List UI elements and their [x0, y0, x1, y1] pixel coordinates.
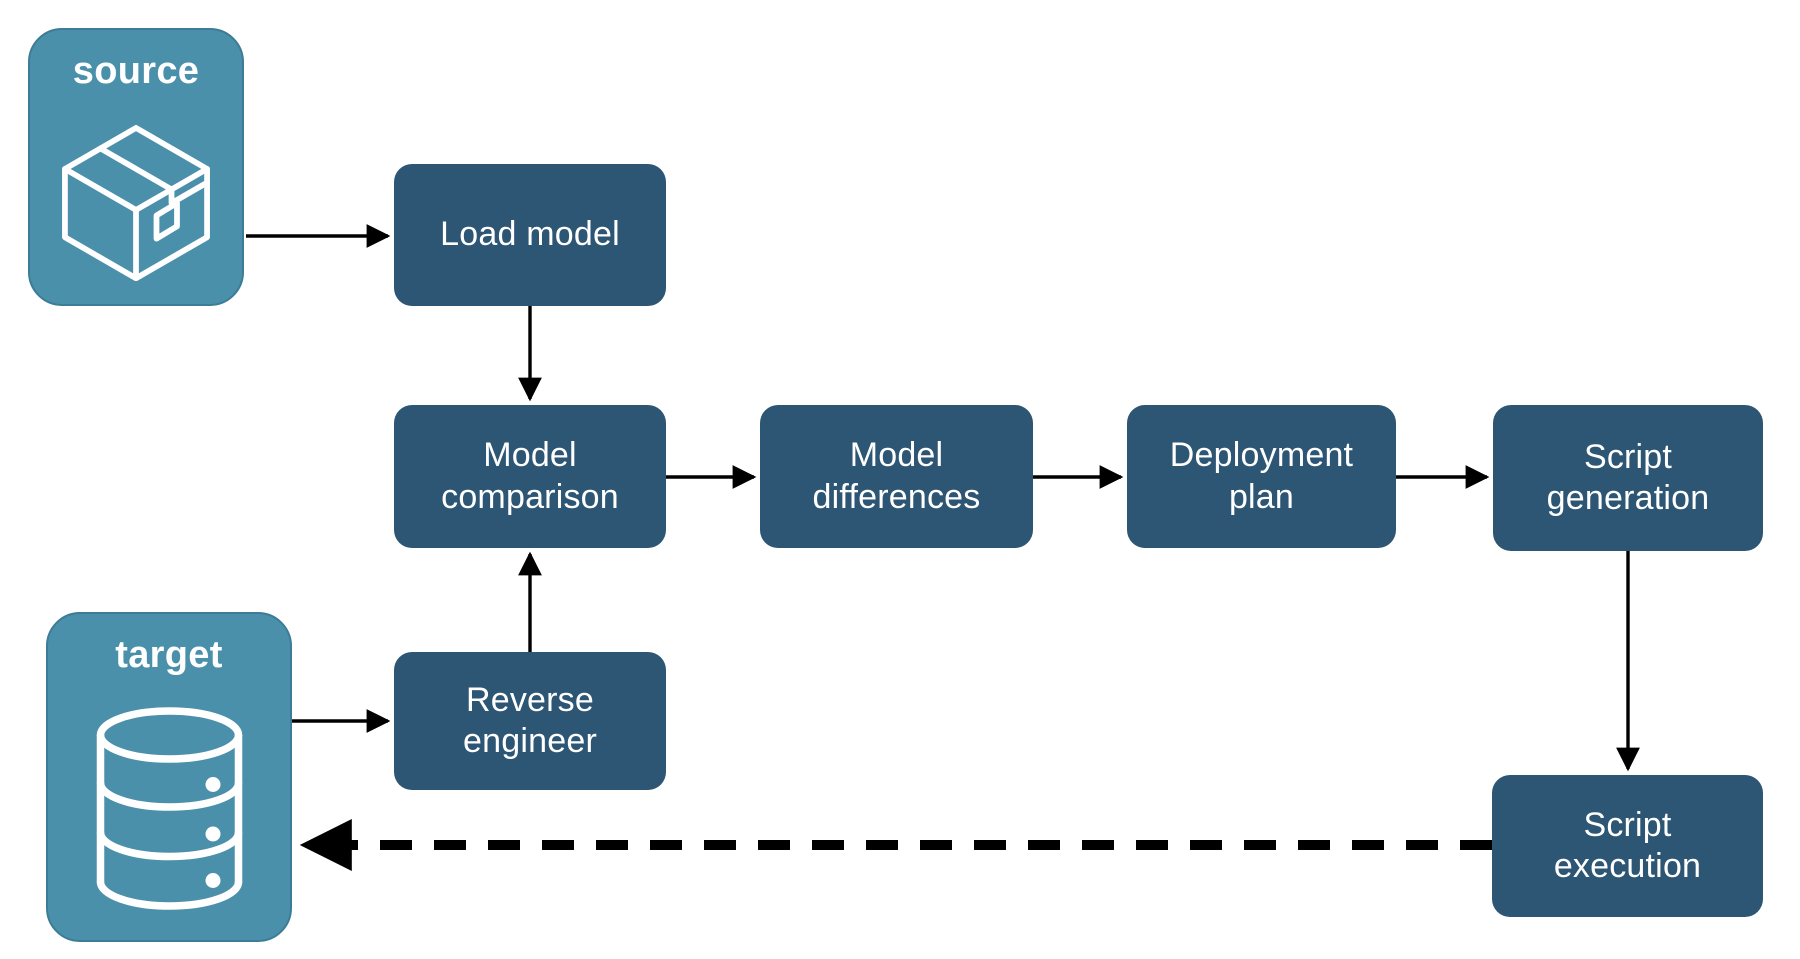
database-cylinder-icon: [48, 677, 290, 940]
process-model-comparison-label: Model comparison: [441, 436, 619, 516]
endpoint-source[interactable]: source: [28, 28, 244, 306]
process-script-generation[interactable]: Script generation: [1493, 405, 1763, 551]
endpoint-target-label: target: [115, 634, 223, 676]
process-reverse-engineer-label: Reverse engineer: [463, 680, 597, 760]
process-model-differences[interactable]: Model differences: [760, 405, 1033, 548]
process-script-execution[interactable]: Script execution: [1492, 775, 1763, 917]
process-script-execution-label: Script execution: [1553, 805, 1702, 885]
process-load-model[interactable]: Load model: [394, 164, 666, 306]
process-load-model-label: Load model: [440, 215, 620, 254]
process-model-differences-label: Model differences: [812, 436, 981, 516]
endpoint-target[interactable]: target: [46, 612, 292, 942]
process-model-comparison[interactable]: Model comparison: [394, 405, 666, 548]
endpoint-source-label: source: [72, 50, 200, 92]
process-deployment-plan-label: Deployment plan: [1169, 436, 1354, 516]
process-reverse-engineer[interactable]: Reverse engineer: [394, 652, 666, 790]
process-deployment-plan[interactable]: Deployment plan: [1127, 405, 1396, 548]
package-box-icon: [30, 93, 242, 304]
process-script-generation-label: Script generation: [1546, 437, 1710, 517]
